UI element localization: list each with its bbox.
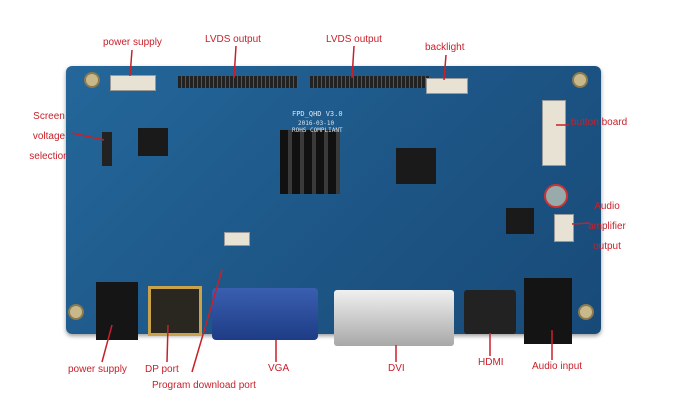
label-hdmi: HDMI (478, 357, 504, 368)
capacitor (544, 184, 568, 208)
label-backlight: backlight (425, 42, 465, 53)
label-line: Audio (594, 201, 620, 212)
mount-hole (84, 72, 100, 88)
label-power-supply-bottom: power supply (68, 364, 127, 375)
label-line: voltage (32, 131, 66, 142)
dp-port (148, 286, 202, 336)
label-lvds-output-2: LVDS output (326, 34, 382, 45)
label-power-supply-top: power supply (103, 37, 162, 48)
mount-hole (578, 304, 594, 320)
chip (396, 148, 436, 184)
label-audio-input: Audio input (532, 361, 583, 372)
power-jack (96, 282, 138, 340)
pcb-board: FPD_QHD V3.0 2016-03-10 ROHS COMPLIANT (66, 66, 601, 346)
label-dp-port: DP port (145, 364, 179, 375)
label-button-board: button board (571, 117, 628, 128)
mount-hole (572, 72, 588, 88)
button-board-connector (542, 100, 566, 166)
silkscreen-text: ROHS COMPLIANT (292, 127, 343, 134)
heatsink (280, 130, 340, 194)
dvi-port (334, 290, 454, 346)
silkscreen-text: FPD_QHD V3.0 (292, 110, 343, 118)
label-lvds-output-1: LVDS output (205, 34, 261, 45)
audio-amp-connector (554, 214, 574, 242)
vga-port (212, 288, 318, 340)
chip (506, 208, 534, 234)
label-audio-amplifier-output: Audio amplifier output (584, 197, 630, 257)
power-connector-top (110, 75, 156, 91)
regulator (138, 128, 168, 156)
label-line: amplifier (588, 221, 626, 232)
mount-hole (68, 304, 84, 320)
label-screen-voltage-selection: Screen voltage selection (24, 107, 74, 167)
label-program-download-port: Program download port (152, 380, 256, 391)
audio-jack (524, 278, 572, 344)
label-line: selection (29, 151, 69, 162)
label-line: output (593, 241, 621, 252)
silkscreen-text: 2016-03-10 (298, 120, 335, 127)
label-vga: VGA (268, 363, 290, 374)
label-dvi: DVI (388, 363, 405, 374)
lvds-connector-1 (178, 76, 298, 88)
voltage-jumper (102, 132, 112, 166)
hdmi-port (464, 290, 516, 334)
label-line: Screen (33, 111, 65, 122)
program-download-connector (224, 232, 250, 246)
backlight-connector (426, 78, 468, 94)
lvds-connector-2 (310, 76, 430, 88)
